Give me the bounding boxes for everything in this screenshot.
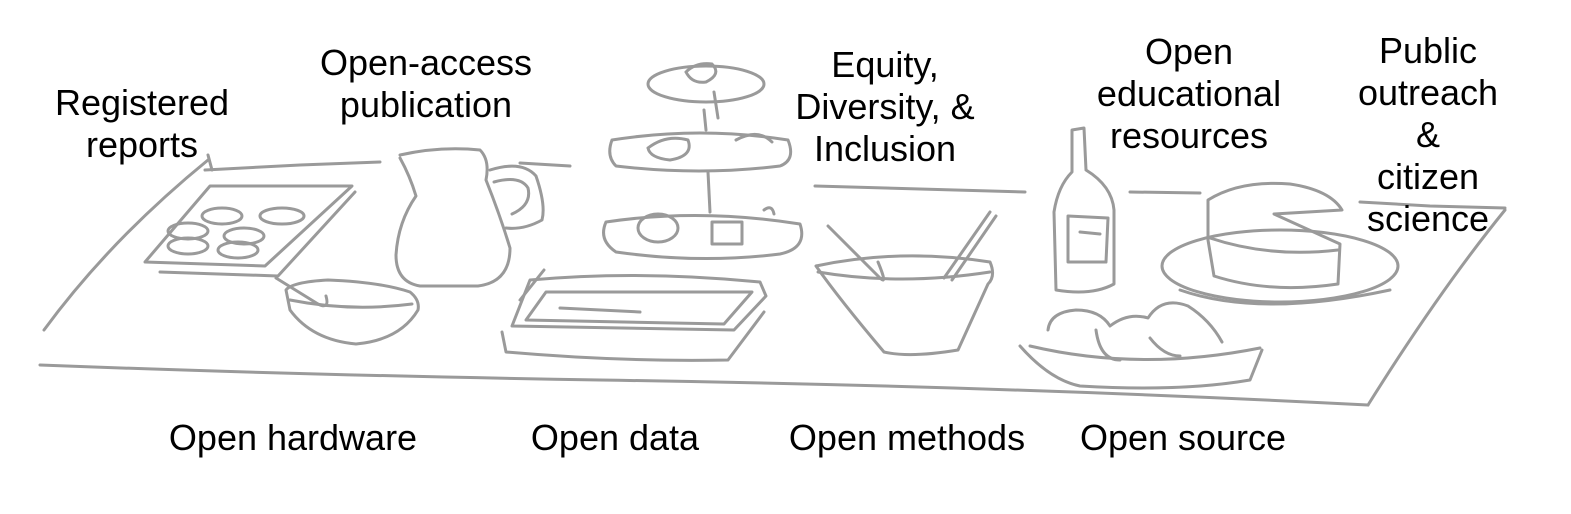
bun-basket [1018, 301, 1264, 390]
open-access-publication-label: Open-access publication [319, 42, 533, 125]
wine-bottle [1052, 126, 1116, 294]
table-outline [38, 153, 1507, 407]
pitcher [394, 147, 545, 288]
registered-reports-label: Registered reports [54, 82, 230, 165]
open-methods-label: Open methods [788, 417, 1026, 458]
open-educational-resources-label: Open educational resources [1096, 31, 1282, 156]
open-source-label: Open source [1079, 417, 1287, 458]
cookie-tray [143, 184, 357, 278]
salad-bowl [814, 210, 998, 357]
cheese-plate [1160, 181, 1400, 306]
cake-stand [602, 62, 804, 261]
open-hardware-label: Open hardware [168, 417, 418, 458]
hardware-bowl [274, 276, 420, 346]
public-outreach-citizen-science-label: Public outreach & citizen science [1357, 30, 1499, 239]
data-casserole [500, 268, 768, 362]
equity-diversity-inclusion-label: Equity, Diversity, & Inclusion [795, 44, 975, 169]
open-data-label: Open data [530, 417, 700, 458]
